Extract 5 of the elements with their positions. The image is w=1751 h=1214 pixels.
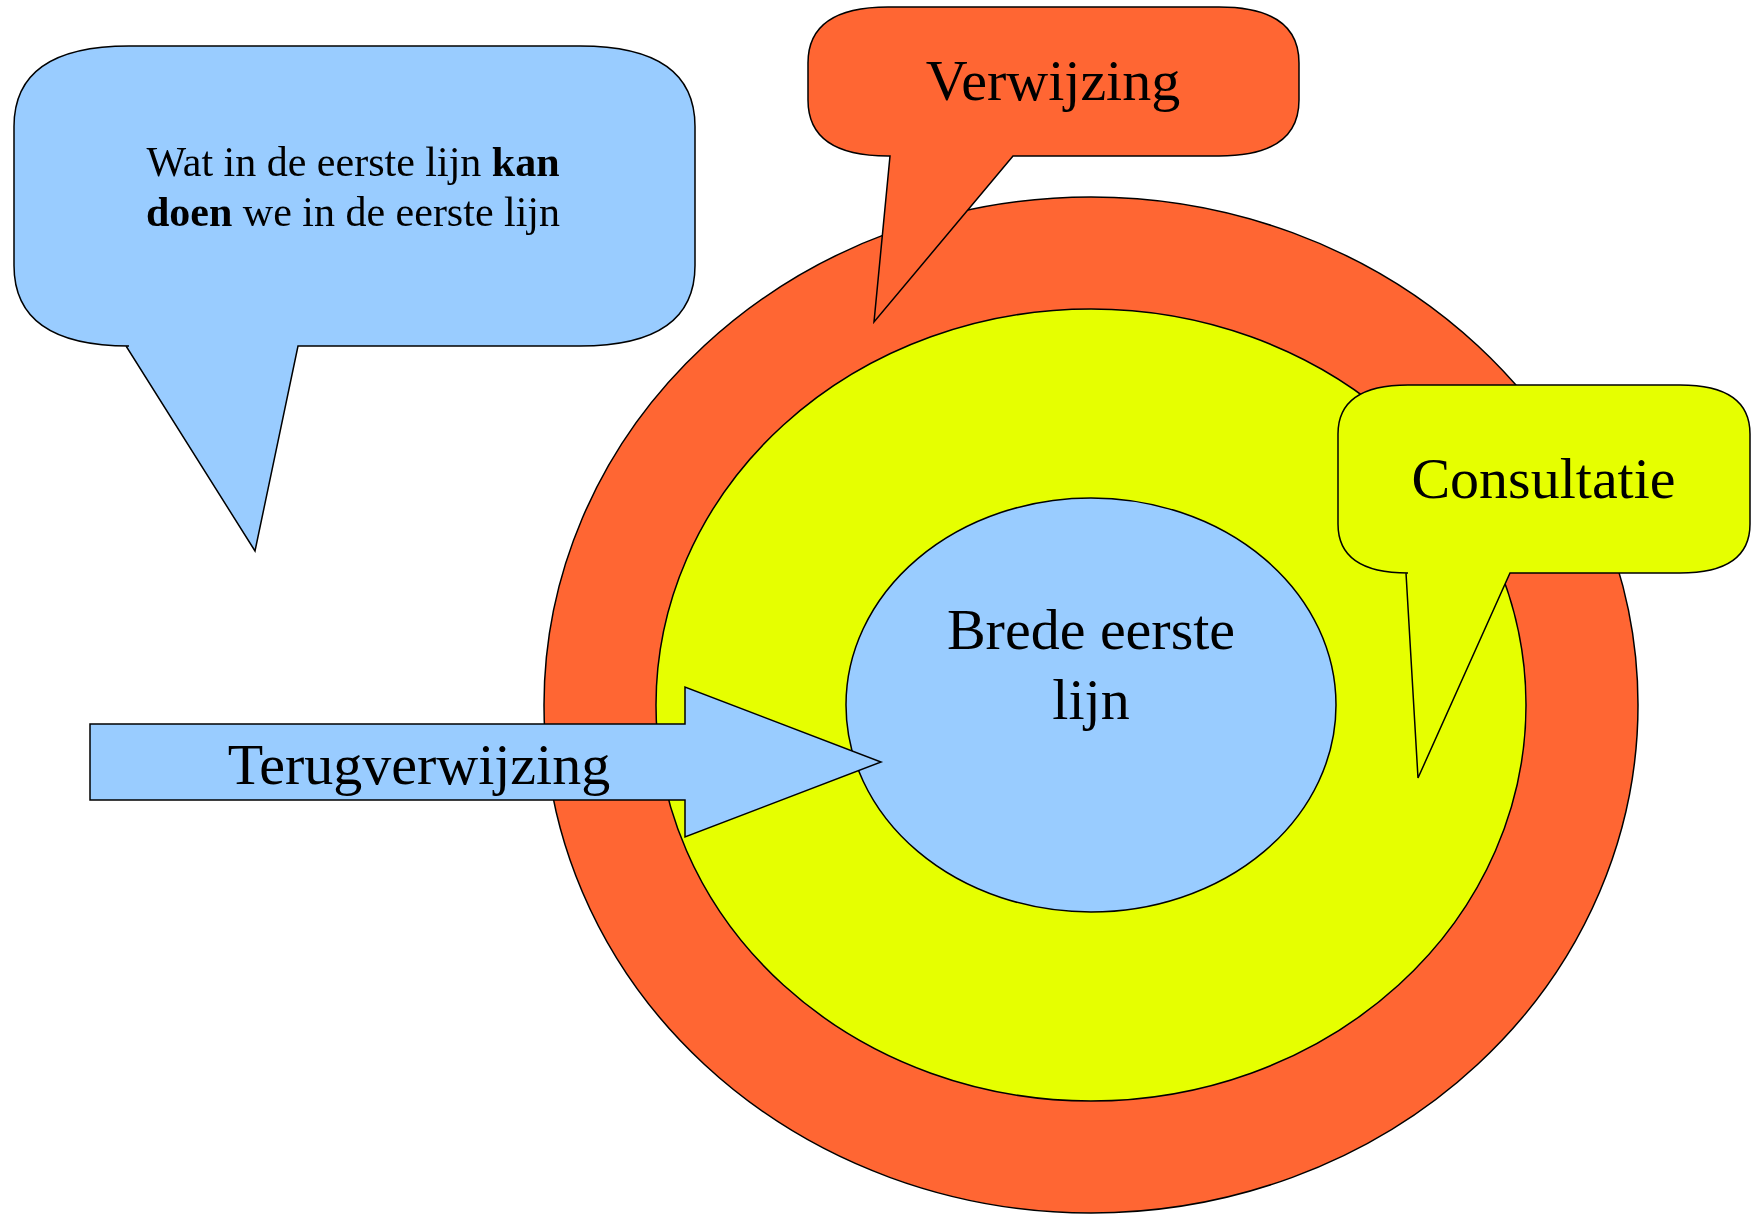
bubble-text: Wat in de eerste lijn kan doen we in de eerste lijn	[144, 138, 562, 238]
ellipse-label: Brede eerste lijn	[945, 596, 1237, 734]
arrow-label: Terugverwijzing	[226, 731, 612, 799]
bubble-text: Consultatie	[1410, 445, 1677, 513]
bubble-text: Verwijzing	[924, 47, 1182, 115]
